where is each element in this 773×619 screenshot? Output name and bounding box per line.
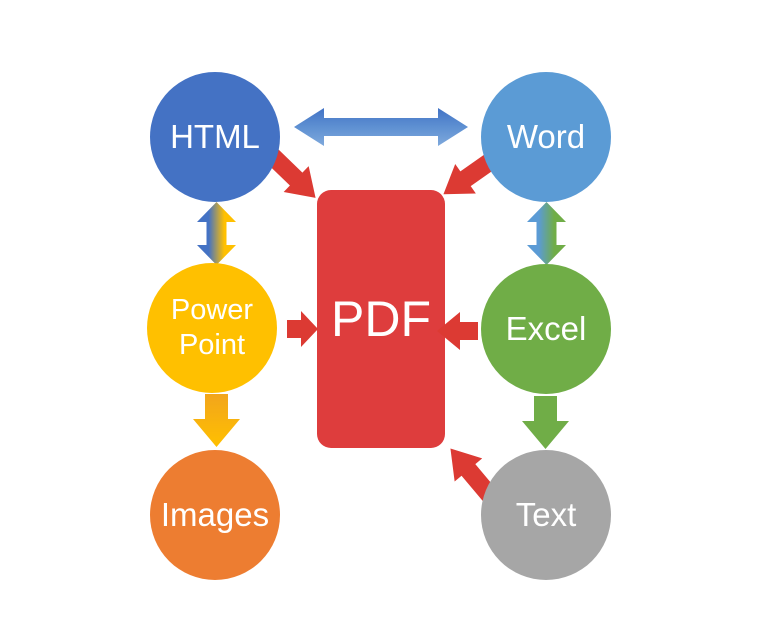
node-html-label: HTML: [170, 118, 260, 156]
excel-to-text-arrow-icon: [522, 396, 569, 449]
node-images-label: Images: [160, 496, 270, 534]
word-excel-double-arrow-icon: [527, 202, 566, 265]
node-word: Word: [481, 72, 611, 202]
node-word-label: Word: [506, 118, 586, 156]
powerpoint-to-images-arrow-icon: [193, 394, 240, 447]
node-excel: Excel: [481, 264, 611, 394]
node-html: HTML: [150, 72, 280, 202]
node-excel-label: Excel: [505, 310, 587, 348]
html-powerpoint-double-arrow-icon: [197, 202, 236, 265]
node-text-label: Text: [515, 496, 577, 534]
word-to-pdf-arrow-icon: [443, 152, 498, 195]
node-images: Images: [150, 450, 280, 580]
html-word-double-arrow-icon: [294, 108, 468, 146]
node-pdf: PDF: [317, 190, 445, 448]
html-to-pdf-arrow-icon: [266, 149, 316, 198]
node-powerpoint: Power Point: [147, 263, 277, 393]
node-pdf-label: PDF: [331, 291, 431, 347]
excel-to-pdf-arrow-icon: [437, 312, 478, 350]
powerpoint-to-pdf-arrow-icon: [287, 311, 318, 347]
node-powerpoint-label: Power Point: [170, 294, 254, 361]
node-text: Text: [481, 450, 611, 580]
